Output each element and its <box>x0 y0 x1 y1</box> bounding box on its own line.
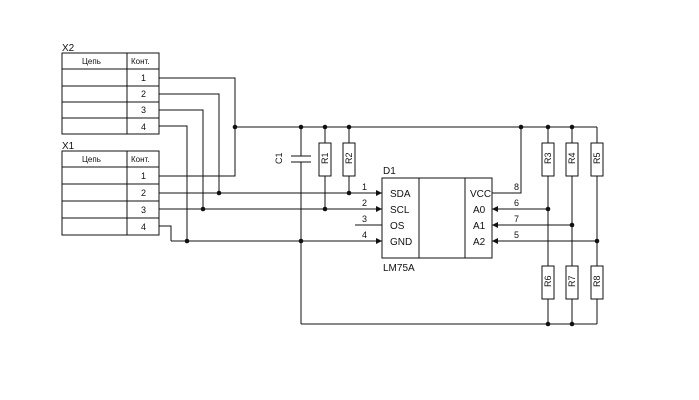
d1-pin-a1-name: A1 <box>473 221 486 232</box>
resistor-r5 <box>590 142 604 177</box>
x1-pin-header: Конт. <box>131 155 150 164</box>
d1-pin-sda-num: 1 <box>362 182 367 192</box>
d1-body <box>381 177 493 259</box>
d1-pin-gnd-name: GND <box>390 237 412 248</box>
r2-label: R2 <box>344 152 354 164</box>
x2-pin-4: 4 <box>141 122 146 132</box>
d1-pin-sda-name: SDA <box>390 189 411 200</box>
d1-pin-os-num: 3 <box>362 214 367 224</box>
junction-dots <box>184 124 600 327</box>
r5-label: R5 <box>592 152 602 164</box>
r8-label: R8 <box>592 275 602 287</box>
resistor-r3 <box>541 142 555 177</box>
d1-pin-vcc-name: VCC <box>470 189 491 200</box>
x1-pin-4: 4 <box>141 222 146 232</box>
x1-pin-1: 1 <box>141 171 146 181</box>
d1-pin-a1-num: 7 <box>514 214 519 224</box>
d1-part-number: LM75A <box>383 263 415 274</box>
resistor-r2 <box>342 142 356 177</box>
x2-table <box>61 52 160 135</box>
r7-label: R7 <box>567 275 577 287</box>
d1-pin-a0-name: A0 <box>473 205 486 216</box>
wires <box>159 77 598 325</box>
x1-net-header: Цепь <box>82 155 101 164</box>
d1-pin-os-name: OS <box>390 221 405 232</box>
d1-pin-vcc-num: 8 <box>514 182 519 192</box>
d1-pin-gnd-num: 4 <box>362 230 367 240</box>
resistor-r7 <box>565 265 579 300</box>
r4-label: R4 <box>567 152 577 164</box>
c1-label: C1 <box>274 152 284 164</box>
resistor-r4 <box>565 142 579 177</box>
x2-designator: X2 <box>62 43 75 54</box>
x1-pin-2: 2 <box>141 188 146 198</box>
d1-pin-a2-num: 5 <box>514 230 519 240</box>
d1-designator: D1 <box>383 166 396 177</box>
d1-pin-a2-name: A2 <box>473 237 486 248</box>
x1-pin-3: 3 <box>141 205 146 215</box>
r3-label: R3 <box>543 152 553 164</box>
resistor-r6 <box>541 265 555 300</box>
x2-pin-3: 3 <box>141 105 146 115</box>
x2-pin-1: 1 <box>141 73 146 83</box>
x2-net-header: Цепь <box>82 57 101 66</box>
d1-pin-scl-num: 2 <box>362 198 367 208</box>
d1-pin-a0-num: 6 <box>514 198 519 208</box>
x2-pin-2: 2 <box>141 89 146 99</box>
resistor-r8 <box>590 265 604 300</box>
resistor-r1 <box>318 142 332 177</box>
x2-pin-header: Конт. <box>131 57 150 66</box>
r1-label: R1 <box>320 152 330 164</box>
x1-designator: X1 <box>62 141 75 152</box>
r6-label: R6 <box>543 275 553 287</box>
x1-table <box>61 150 160 236</box>
d1-pin-scl-name: SCL <box>390 205 410 216</box>
